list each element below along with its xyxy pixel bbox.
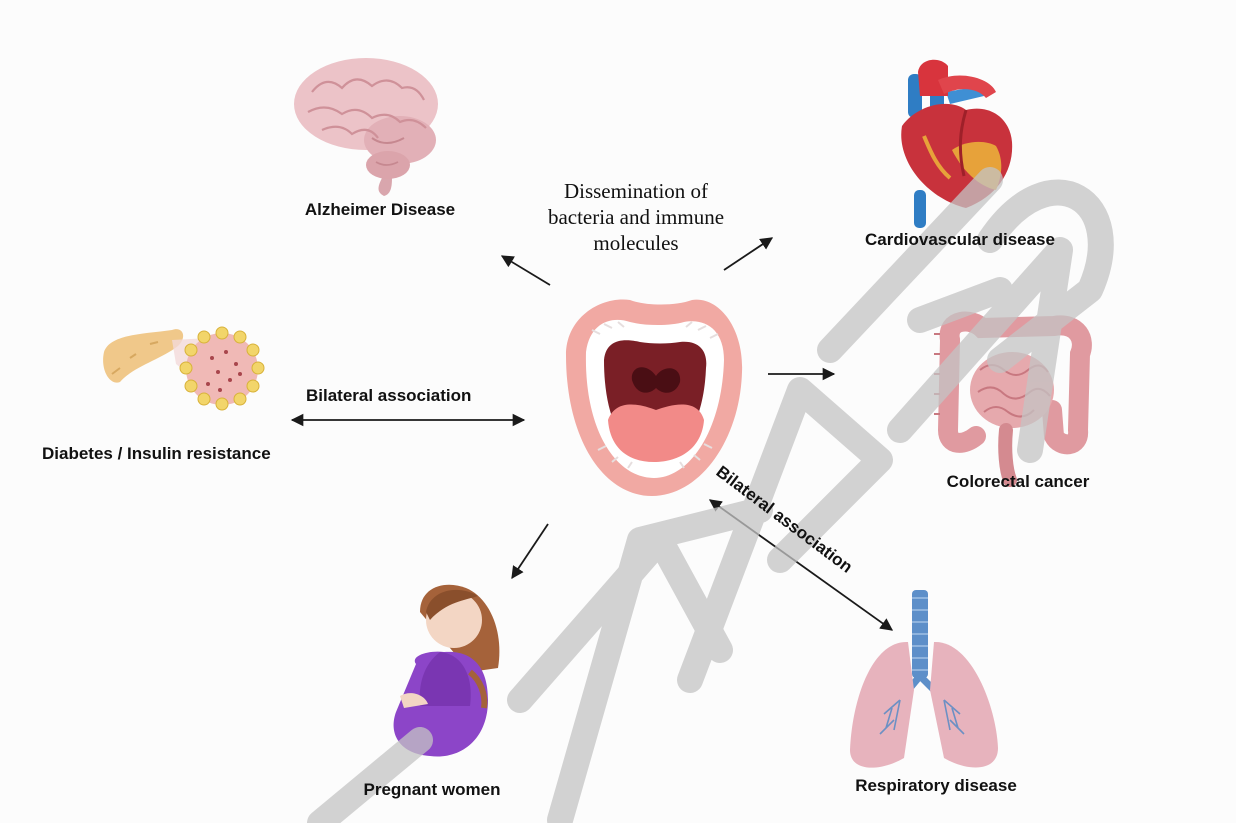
bilateral-association-left-label: Bilateral association bbox=[306, 386, 471, 406]
diabetes-label: Diabetes / Insulin resistance bbox=[42, 444, 271, 464]
pancreas-icon bbox=[103, 327, 264, 410]
alzheimer-label: Alzheimer Disease bbox=[305, 200, 455, 220]
arrow-to-alzheimer bbox=[502, 256, 550, 285]
dissemination-caption: Dissemination of bacteria and immune mol… bbox=[506, 178, 766, 256]
dissemination-line-2: bacteria and immune bbox=[506, 204, 766, 230]
brain-icon bbox=[294, 58, 438, 196]
pregnant-label: Pregnant women bbox=[364, 780, 501, 800]
colorectal-label: Colorectal cancer bbox=[947, 472, 1090, 492]
cardiovascular-label: Cardiovascular disease bbox=[865, 230, 1055, 250]
respiratory-label: Respiratory disease bbox=[855, 776, 1017, 796]
arrow-to-pregnant bbox=[512, 524, 548, 578]
dissemination-line-3: molecules bbox=[506, 230, 766, 256]
pregnant-woman-icon bbox=[394, 585, 500, 757]
mouth-icon bbox=[566, 300, 742, 496]
dissemination-line-1: Dissemination of bbox=[506, 178, 766, 204]
